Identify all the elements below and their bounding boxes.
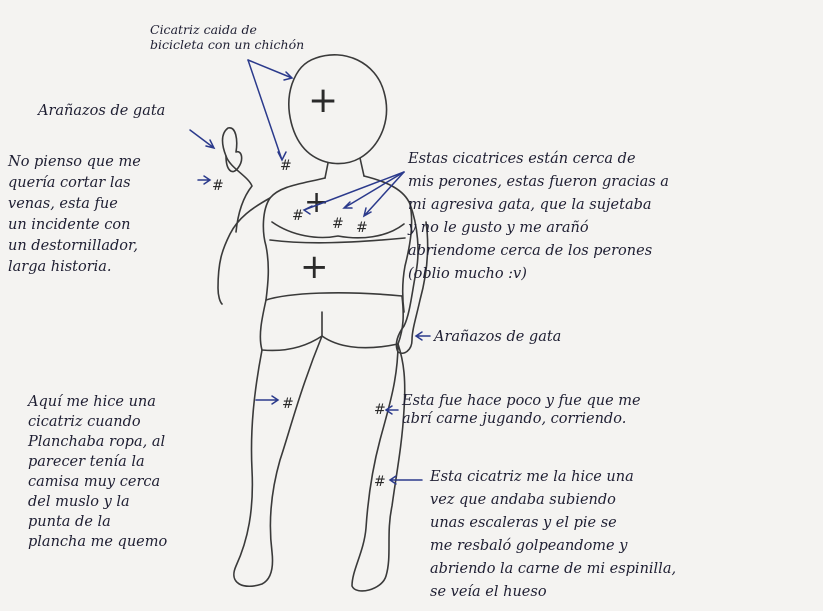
right-hand-scratches-note: Arañazos de gata xyxy=(434,326,561,348)
shin-hash-mark: # xyxy=(374,474,386,490)
knee-note: Esta fue hace poco y fue que me abrí car… xyxy=(402,392,641,428)
thigh-hash-mark: # xyxy=(282,396,294,412)
hand-scratches-note: Arañazos de gata xyxy=(38,100,165,122)
chest-scars-note: Estas cicatrices están cerca de mis pero… xyxy=(408,148,669,286)
chest-hash-mark-1: # xyxy=(292,208,304,224)
thigh-note: Aquí me hice una cicatriz cuando Plancha… xyxy=(28,392,167,552)
wrist-hash-mark: # xyxy=(212,178,224,194)
chest-hash-mark-3: # xyxy=(356,220,368,236)
bike-scar-note: Cicatriz caida de bicicleta con un chich… xyxy=(150,22,304,52)
head-cross-mark: + xyxy=(308,80,338,121)
belly-cross-mark: + xyxy=(300,247,329,287)
shin-note: Esta cicatriz me la hice una vez que and… xyxy=(430,466,676,604)
knee-hash-mark: # xyxy=(374,402,386,418)
wrist-note: No pienso que me quería cortar las venas… xyxy=(8,152,141,278)
chest-hash-mark-2: # xyxy=(332,216,344,232)
